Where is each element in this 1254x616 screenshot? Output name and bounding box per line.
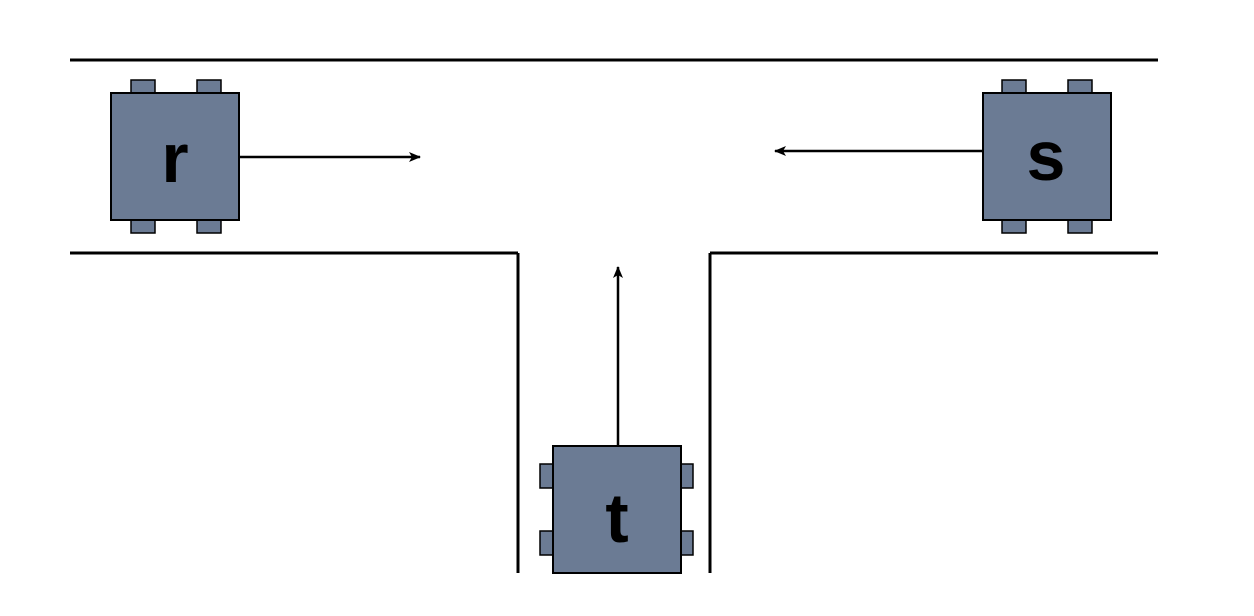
wheel bbox=[196, 79, 222, 94]
wheel bbox=[1067, 79, 1093, 94]
car-body bbox=[982, 92, 1112, 221]
wheel bbox=[130, 79, 156, 94]
wheel bbox=[196, 219, 222, 234]
wheel bbox=[130, 219, 156, 234]
car-body bbox=[552, 445, 682, 574]
wheel bbox=[539, 530, 554, 556]
car-body bbox=[110, 92, 240, 221]
road bbox=[70, 58, 1158, 573]
wheel bbox=[1067, 219, 1093, 234]
car-r: r bbox=[110, 79, 240, 234]
car-t: t bbox=[539, 445, 694, 574]
car-s-label: s bbox=[1027, 117, 1066, 195]
wheel bbox=[1001, 79, 1027, 94]
car-r-label: r bbox=[161, 119, 188, 197]
car-s: s bbox=[982, 79, 1112, 234]
wheel bbox=[539, 463, 554, 489]
car-t-label: t bbox=[605, 479, 628, 557]
wheel bbox=[1001, 219, 1027, 234]
